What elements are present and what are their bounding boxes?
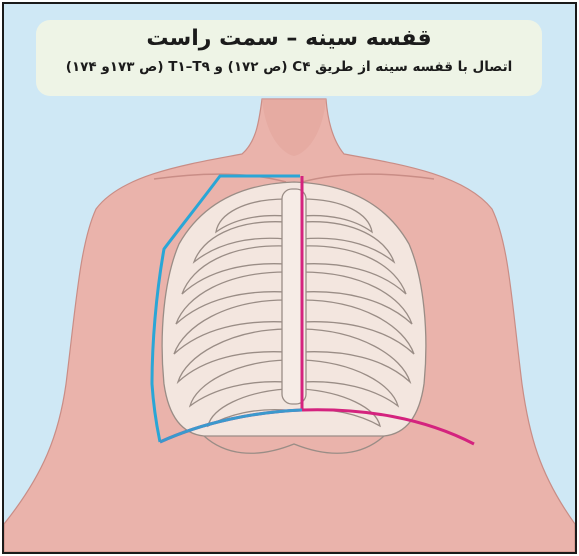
figure-subtitle: اتصال با قفسه سینه از طریق C۴ (ص ۱۷۲) و … <box>36 59 542 75</box>
title-box: قفسه سینه – سمت راست اتصال با قفسه سینه … <box>36 20 542 96</box>
figure-title: قفسه سینه – سمت راست <box>36 26 542 51</box>
